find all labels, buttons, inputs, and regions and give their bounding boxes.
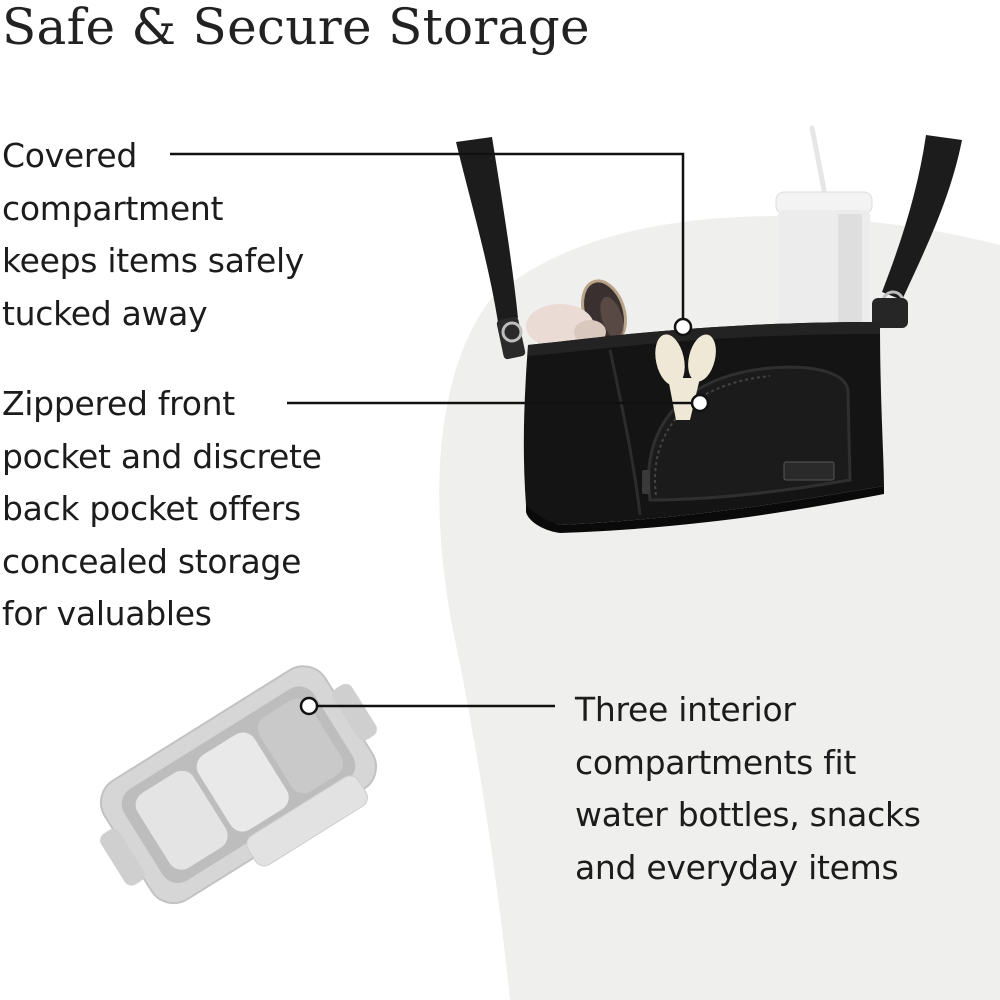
callout-line: keeps items safely (2, 241, 305, 280)
callout-line: tucked away (2, 293, 208, 333)
ring-marker-zippered (690, 393, 710, 413)
callout-line: water bottles, snacks (575, 795, 921, 834)
callout-covered-compartment: Covered compartment keeps items safely t… (2, 130, 304, 340)
callout-line: for valuables (2, 594, 212, 633)
callout-line: and everyday items (575, 847, 899, 887)
callout-line: compartment (2, 188, 224, 228)
leader-lines (170, 152, 710, 716)
callout-line: Covered (2, 136, 138, 175)
fabric-label-icon (783, 461, 835, 481)
callout-line: Three interior (575, 690, 796, 729)
callout-line: pocket and discrete (2, 436, 322, 476)
ring-marker-interior (299, 696, 319, 716)
callout-line: concealed storage (2, 541, 302, 581)
gray-organizer (99, 665, 377, 905)
callout-zippered-pocket: Zippered front pocket and discrete back … (2, 378, 322, 641)
tumbler-cup (775, 125, 873, 328)
teether-toy (655, 334, 716, 420)
leader-line-covered (170, 152, 685, 318)
ring-marker-covered (673, 317, 693, 337)
right-strap (882, 135, 962, 300)
left-strap (456, 137, 518, 322)
callout-interior-compartments: Three interior compartments fit water bo… (575, 684, 921, 894)
callout-line: Zippered front (2, 384, 235, 423)
callout-line: compartments fit (575, 742, 857, 782)
callout-line: back pocket offers (2, 489, 301, 528)
page-title: Safe & Secure Storage (2, 0, 590, 56)
